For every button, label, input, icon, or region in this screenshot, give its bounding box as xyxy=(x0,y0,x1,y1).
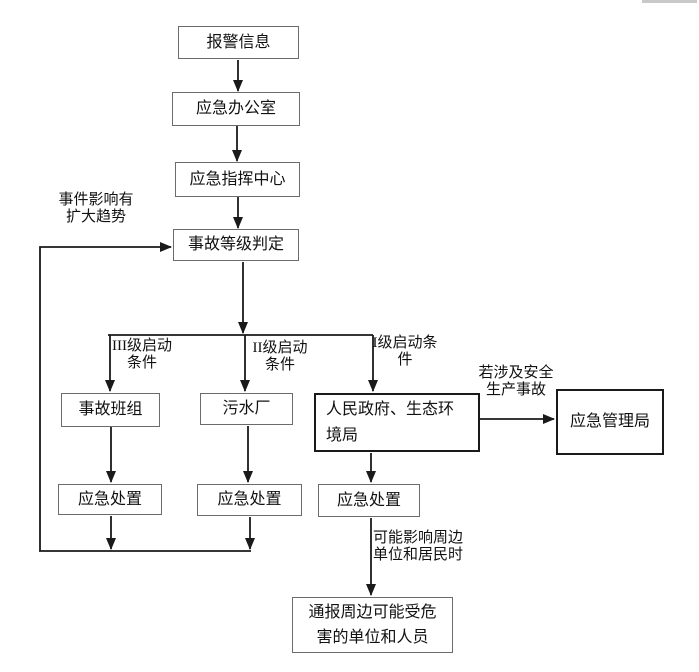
label-level3-condition: III级启动 条件 xyxy=(112,338,172,371)
node-sewage-plant: 污水厂 xyxy=(200,393,293,425)
node-command-center: 应急指挥中心 xyxy=(175,162,300,197)
node-notify-units: 通报周边可能受危 害的单位和人员 xyxy=(292,597,453,653)
node-disposal-2: 应急处置 xyxy=(197,484,302,516)
node-accident-team: 事故班组 xyxy=(61,393,160,427)
node-disposal-1: 应急处置 xyxy=(58,484,162,515)
window-edge-artifact xyxy=(642,0,697,3)
label-affect-surrounding: 可能影响周边 单位和居民时 xyxy=(373,530,464,563)
label-expanding-trend: 事件影响有 扩大趋势 xyxy=(58,192,134,225)
label-level1-condition: I级启动条 件 xyxy=(372,335,438,368)
node-level-determination: 事故等级判定 xyxy=(173,229,299,261)
label-level2-condition: II级启动 条件 xyxy=(252,340,308,373)
node-government-env-bureau: 人民政府、生态环 境局 xyxy=(314,393,480,452)
node-emergency-office: 应急办公室 xyxy=(172,92,300,126)
label-safety-accident: 若涉及安全 生产事故 xyxy=(478,365,554,398)
node-disposal-3: 应急处置 xyxy=(318,484,420,517)
node-emergency-mgmt-bureau: 应急管理局 xyxy=(556,389,664,455)
node-alarm-info: 报警信息 xyxy=(178,26,299,59)
feedback-loop-to-level xyxy=(39,242,172,551)
